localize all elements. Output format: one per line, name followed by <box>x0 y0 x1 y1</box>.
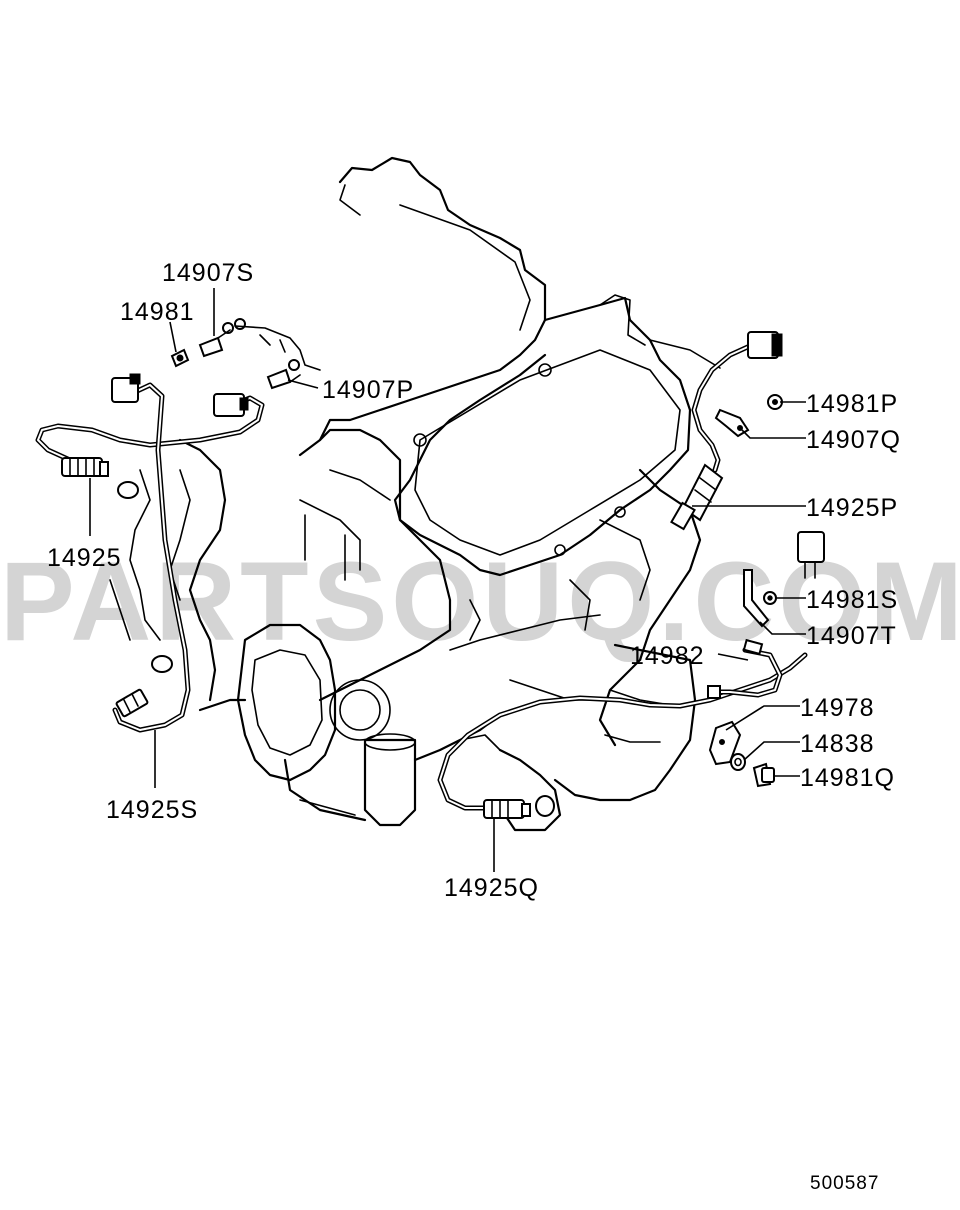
callout-14838[interactable]: 14838 <box>800 730 875 758</box>
callout-14925[interactable]: 14925 <box>47 544 122 572</box>
oxygen-sensor-14925[interactable] <box>35 393 265 499</box>
bracket-14907Q[interactable] <box>714 408 750 438</box>
callout-14907Q[interactable]: 14907Q <box>806 426 901 454</box>
callout-14981P[interactable]: 14981P <box>806 390 898 418</box>
callout-labels: 14907S 14981 14907P 14925 14925S 14981P … <box>47 259 901 902</box>
leader-lines <box>89 288 806 872</box>
callout-14981[interactable]: 14981 <box>120 298 195 326</box>
callout-14982[interactable]: 14982 <box>630 642 705 670</box>
bolt-14981[interactable] <box>170 348 190 368</box>
callout-14907P[interactable]: 14907P <box>322 376 414 404</box>
callout-14907T[interactable]: 14907T <box>806 622 897 650</box>
oxygen-sensor-14925S[interactable] <box>111 373 191 733</box>
callout-14925P[interactable]: 14925P <box>806 494 898 522</box>
callout-14978[interactable]: 14978 <box>800 694 875 722</box>
callout-14925Q[interactable]: 14925Q <box>444 874 539 902</box>
diagram-code: 500587 <box>810 1173 879 1194</box>
connector-14981S[interactable] <box>763 531 825 605</box>
callout-14907S[interactable]: 14907S <box>162 259 254 287</box>
bolt-14981P[interactable] <box>767 394 783 410</box>
callout-14925S[interactable]: 14925S <box>106 796 198 824</box>
bolt-14981Q[interactable] <box>752 762 775 788</box>
oxygen-sensor-14925Q[interactable] <box>437 652 808 819</box>
callout-14981Q[interactable]: 14981Q <box>800 764 895 792</box>
clip-14907S[interactable] <box>198 318 321 371</box>
bracket-14907T[interactable] <box>743 569 770 628</box>
callout-14981S[interactable]: 14981S <box>806 586 898 614</box>
washer-14838[interactable] <box>730 753 746 771</box>
clip-14907P[interactable] <box>266 359 301 390</box>
harness-14982[interactable] <box>707 638 783 699</box>
